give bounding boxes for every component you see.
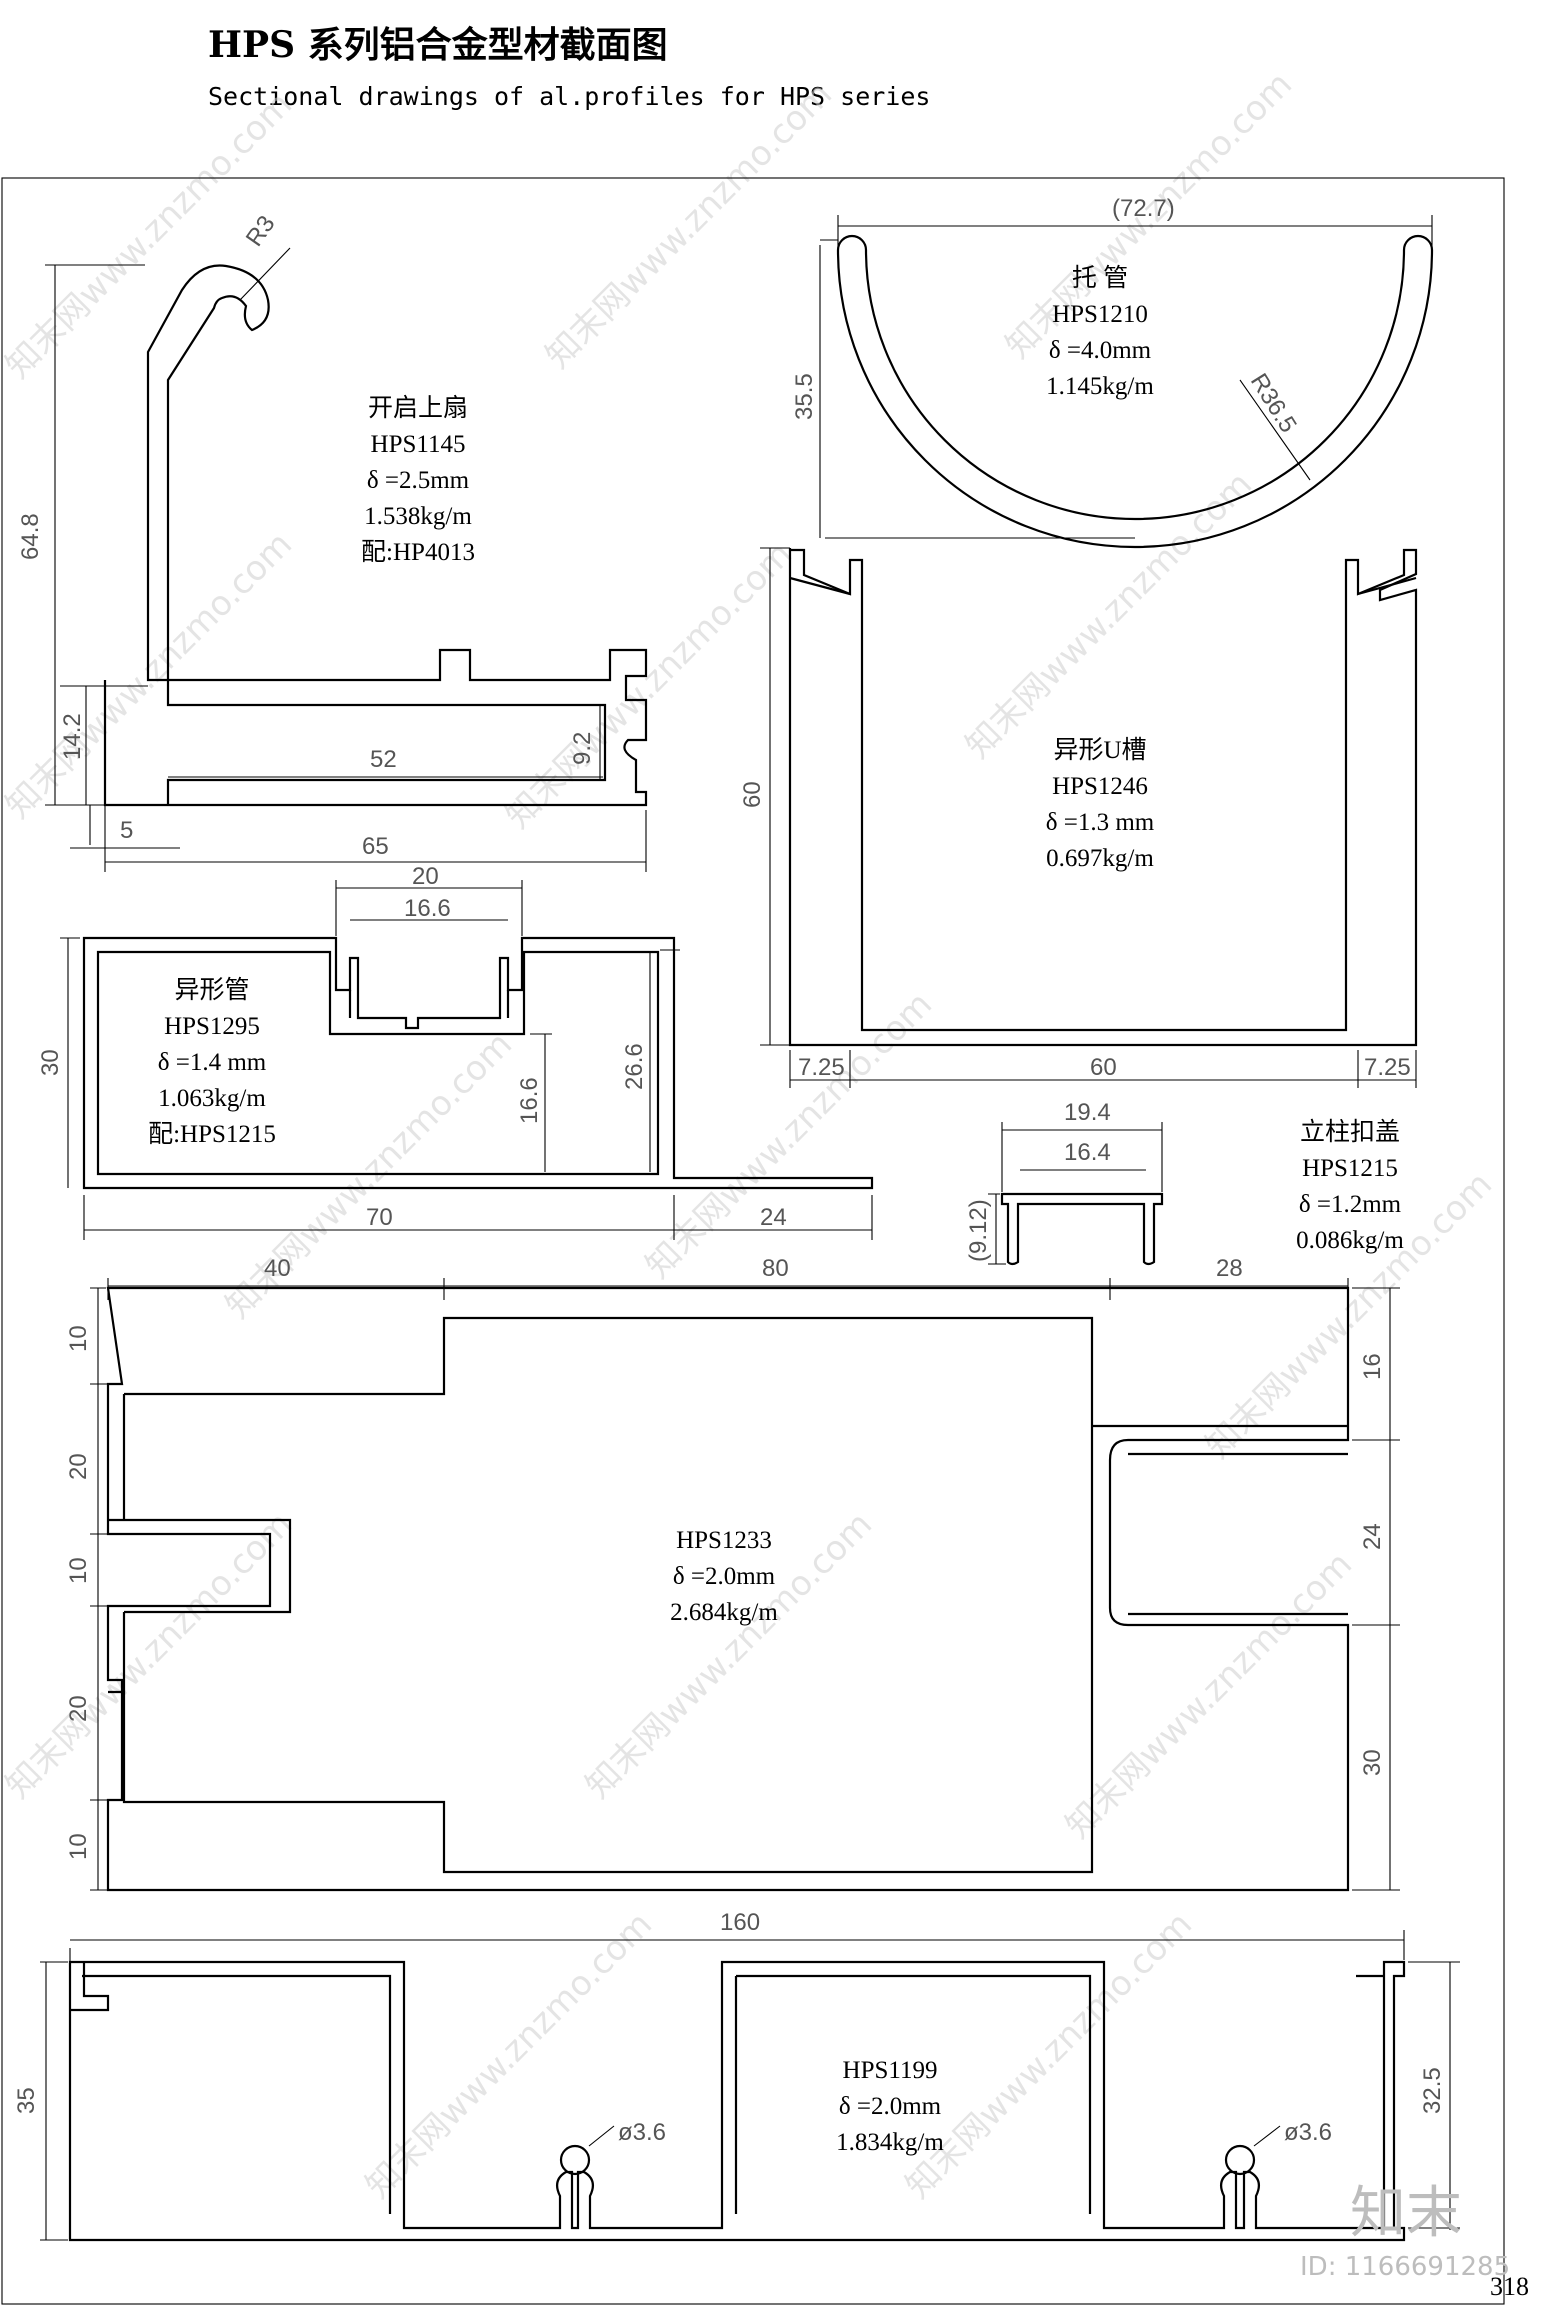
dim-left: 7.25 bbox=[798, 1054, 845, 1081]
dim-lower: 14.2 bbox=[59, 713, 86, 760]
dim-inner-h: 9.2 bbox=[569, 732, 596, 765]
dim-right-h: 32.5 bbox=[1419, 2067, 1446, 2114]
profile-code: HPS1199 bbox=[843, 2057, 938, 2084]
profile-code: HPS1210 bbox=[1052, 301, 1148, 328]
profile-name: 托 管 bbox=[1072, 264, 1128, 292]
profile-name: 异形U槽 bbox=[1053, 736, 1146, 764]
page-title: HPS 系列铝合金型材截面图 bbox=[208, 24, 668, 66]
watermark-brand: 知末 bbox=[1350, 2181, 1462, 2246]
profile-code: HPS1246 bbox=[1052, 773, 1148, 800]
profile-hps1295: 20 16.6 30 26.6 16.6 70 24 异形管 HPS1295 δ… bbox=[37, 863, 874, 1240]
dim-h-right: 26.6 bbox=[621, 1043, 648, 1090]
dim-hole-left: ø3.6 bbox=[618, 2119, 666, 2146]
dim-left-stack-5: 10 bbox=[65, 1833, 92, 1860]
dim-right: 7.25 bbox=[1364, 1054, 1411, 1081]
dim-left-stack-4: 20 bbox=[65, 1695, 92, 1722]
profile-hps1215-outline bbox=[1000, 1192, 1164, 1266]
dim-height: 35.5 bbox=[791, 373, 818, 420]
watermark-id: ID: 1166691285 bbox=[1300, 2252, 1511, 2282]
profile-hps1199: 160 35 32.5 ø3.6 ø3.6 HPS1199 δ =2.0mm 1… bbox=[13, 1909, 1460, 2242]
dim-width: (72.7) bbox=[1112, 195, 1175, 222]
profile-weight: 0.086kg/m bbox=[1296, 1227, 1404, 1254]
page-subtitle: Sectional drawings of al.profiles for HP… bbox=[208, 82, 931, 111]
dim-width: 65 bbox=[362, 833, 389, 860]
profile-hps1145-outline bbox=[146, 264, 270, 682]
dim-left-stack-3: 10 bbox=[65, 1557, 92, 1584]
profile-thickness: δ =1.4 mm bbox=[158, 1049, 267, 1076]
dim-left-stack-1: 10 bbox=[65, 1325, 92, 1352]
profile-hps1233-outline bbox=[106, 1286, 1350, 1892]
dim-middle: 60 bbox=[1090, 1054, 1117, 1081]
profile-hps1199-outline bbox=[68, 1960, 1406, 2242]
dim-right-stack-2: 24 bbox=[1359, 1523, 1386, 1550]
profile-hps1233: 40 80 28 10 20 10 20 10 16 24 30 HPS1233… bbox=[65, 1255, 1400, 1892]
drawing-frame bbox=[1, 177, 1505, 2305]
dim-height: 30 bbox=[37, 1049, 64, 1076]
dim-width: 160 bbox=[720, 1909, 760, 1936]
profile-hps1246: 60 7.25 60 7.25 异形U槽 HPS1246 δ =1.3 mm 0… bbox=[739, 547, 1418, 1088]
page-number: 318 bbox=[1490, 2272, 1529, 2301]
profile-code: HPS1145 bbox=[371, 431, 466, 458]
profile-match: 配:HPS1215 bbox=[148, 1121, 276, 1148]
profile-weight: 2.684kg/m bbox=[670, 1599, 778, 1626]
dim-height: 35 bbox=[13, 2087, 40, 2114]
dim-top-inner: 16.6 bbox=[404, 895, 451, 922]
dim-w-left: 40 bbox=[264, 1255, 291, 1282]
dim-outer-w: 19.4 bbox=[1064, 1099, 1111, 1126]
dim-radius: R3 bbox=[241, 211, 281, 252]
dim-left-stack-2: 20 bbox=[65, 1453, 92, 1480]
profile-hps1215: 19.4 16.4 (9.12) 立柱扣盖 HPS1215 δ =1.2mm 0… bbox=[965, 1099, 1404, 1266]
profile-weight: 1.063kg/m bbox=[158, 1085, 266, 1112]
dim-height: (9.12) bbox=[965, 1199, 992, 1262]
profile-name: 异形管 bbox=[174, 976, 249, 1004]
profile-thickness: δ =1.3 mm bbox=[1046, 809, 1155, 836]
dim-top-w: 20 bbox=[412, 863, 439, 890]
watermark-text: 知末网www.znzmo.com bbox=[538, 74, 840, 376]
profile-thickness: δ =2.0mm bbox=[839, 2093, 942, 2120]
profile-hps1210-outline bbox=[836, 234, 1434, 549]
profile-code: HPS1233 bbox=[676, 1527, 772, 1554]
dim-width: 70 bbox=[366, 1204, 393, 1231]
watermark-text: 知末网www.znzmo.com bbox=[1058, 1544, 1360, 1846]
profile-weight: 1.538kg/m bbox=[364, 503, 472, 530]
watermark-text: 知末网www.znzmo.com bbox=[898, 1904, 1200, 2206]
dim-right-stack-3: 30 bbox=[1359, 1749, 1386, 1776]
dim-w-mid: 80 bbox=[762, 1255, 789, 1282]
profile-weight: 0.697kg/m bbox=[1046, 845, 1154, 872]
profile-weight: 1.145kg/m bbox=[1046, 373, 1154, 400]
profile-code: HPS1295 bbox=[164, 1013, 260, 1040]
dim-inner-w: 52 bbox=[370, 746, 397, 773]
dim-height: 60 bbox=[739, 781, 766, 808]
dim-inner-w: 16.4 bbox=[1064, 1139, 1111, 1166]
dim-height: 64.8 bbox=[17, 513, 44, 560]
profile-thickness: δ =4.0mm bbox=[1049, 337, 1152, 364]
profile-name: 立柱扣盖 bbox=[1300, 1118, 1400, 1146]
dim-hole-right: ø3.6 bbox=[1284, 2119, 1332, 2146]
profile-weight: 1.834kg/m bbox=[836, 2129, 944, 2156]
dim-right-stack-1: 16 bbox=[1359, 1353, 1386, 1380]
profile-name: 开启上扇 bbox=[368, 394, 468, 422]
profile-hps1210: (72.7) 35.5 R36.5 托 管 HPS1210 δ =4.0mm 1… bbox=[791, 195, 1434, 549]
profile-code: HPS1215 bbox=[1302, 1155, 1398, 1182]
profile-hps1295-outline bbox=[82, 936, 874, 1190]
dim-h-inner: 16.6 bbox=[516, 1077, 543, 1124]
profile-thickness: δ =2.0mm bbox=[673, 1563, 776, 1590]
profile-thickness: δ =1.2mm bbox=[1299, 1191, 1402, 1218]
dim-w-right: 28 bbox=[1216, 1255, 1243, 1282]
profile-thickness: δ =2.5mm bbox=[367, 467, 470, 494]
watermark-text: 知末网www.znzmo.com bbox=[958, 464, 1260, 766]
dim-radius: R36.5 bbox=[1245, 369, 1302, 438]
profile-match: 配:HP4013 bbox=[361, 539, 475, 566]
watermark-text: 知末网www.znzmo.com bbox=[0, 1504, 300, 1806]
dim-lip: 5 bbox=[120, 817, 133, 844]
dim-tail: 24 bbox=[760, 1204, 787, 1231]
profile-hps1145: 64.8 14.2 52 9.2 5 65 R3 开启上扇 HPS1145 δ … bbox=[17, 211, 648, 872]
